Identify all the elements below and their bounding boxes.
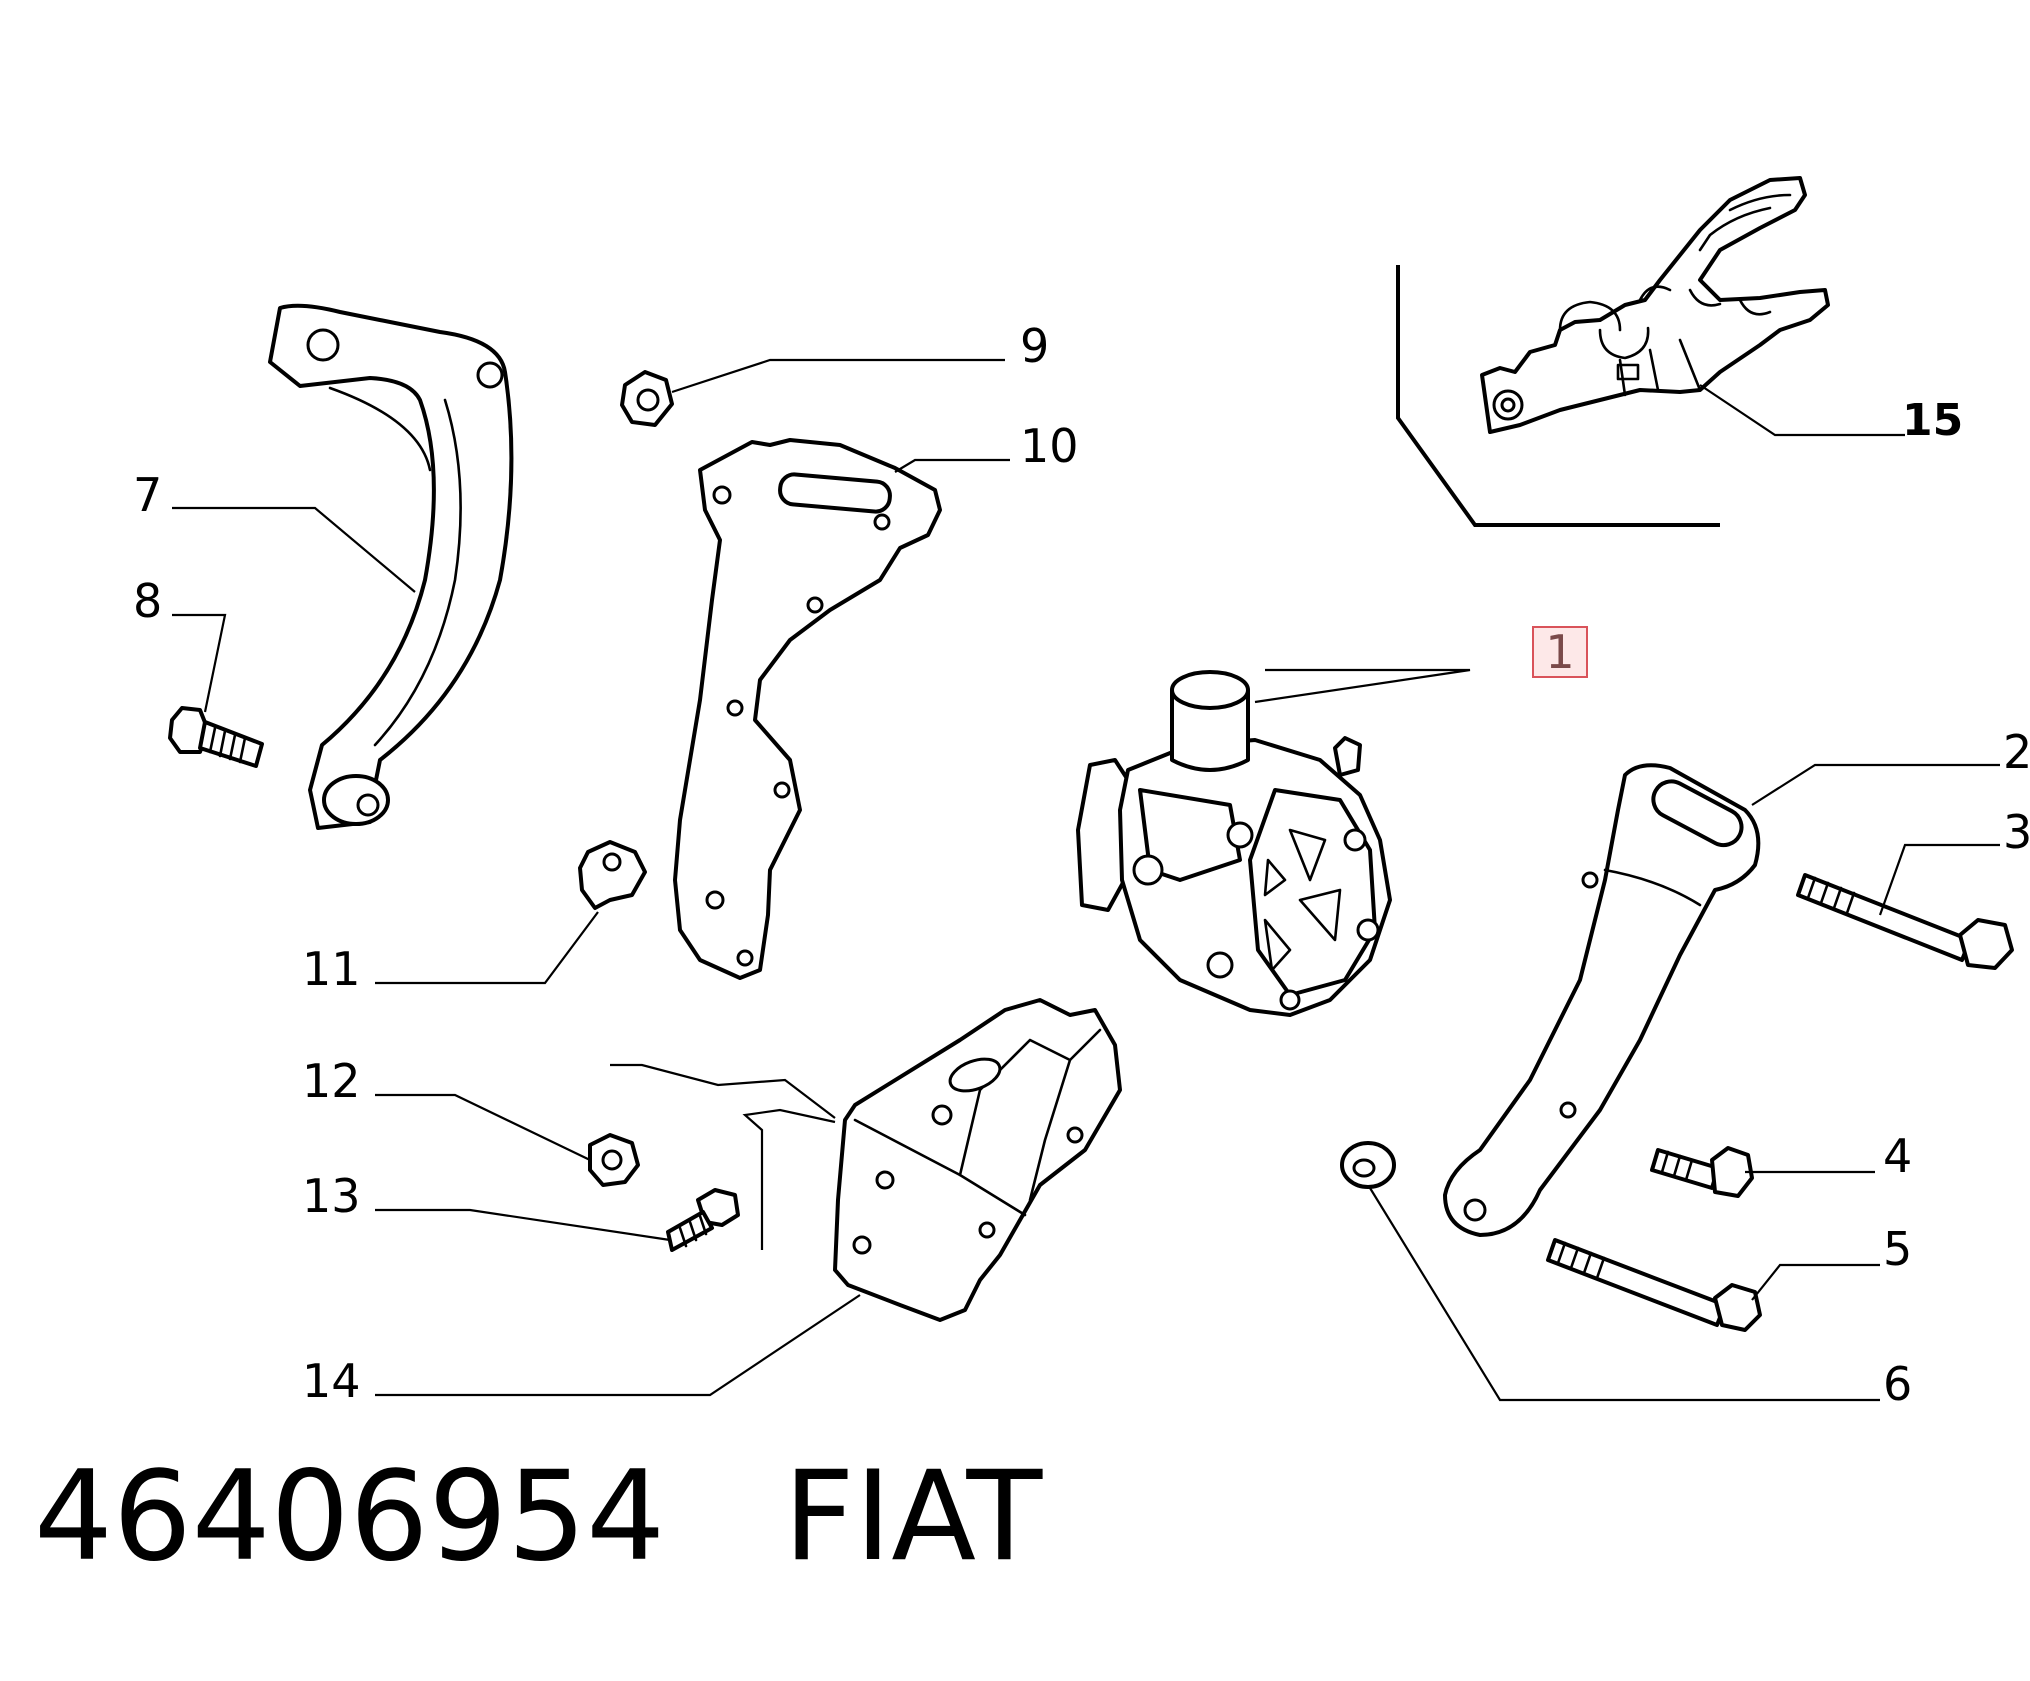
bolt-part-8 (168, 706, 264, 768)
nut-part-12 (588, 1133, 640, 1187)
callout-labels: 1 2 3 4 5 6 7 8 9 10 11 12 13 14 15 (133, 319, 2030, 1411)
support-bracket-part-14 (833, 998, 1122, 1322)
callout-3[interactable]: 3 (2003, 805, 2030, 859)
tension-arm-part-2 (1443, 763, 1761, 1237)
clip-part-11 (578, 840, 647, 910)
callout-10[interactable]: 10 (1020, 419, 1079, 473)
callout-2[interactable]: 2 (2003, 725, 2030, 779)
callout-8[interactable]: 8 (133, 574, 162, 628)
bolt-part-4 (1650, 1146, 1754, 1198)
steering-pump-part-1 (1076, 670, 1392, 1017)
callout-6[interactable]: 6 (1883, 1357, 1912, 1411)
inset-frame (1396, 265, 1720, 527)
bolt-part-13 (666, 1188, 740, 1252)
hose-clip-part-15 (1480, 176, 1830, 434)
callout-9[interactable]: 9 (1020, 319, 1049, 373)
mounting-plate-part-10 (673, 438, 942, 980)
callout-7[interactable]: 7 (133, 468, 162, 522)
washer-part-6 (1340, 1141, 1396, 1189)
highlight-box-1 (1532, 626, 1588, 678)
curved-bracket-part-7 (268, 303, 514, 830)
part-number: 46406954 (34, 1445, 666, 1589)
callout-14[interactable]: 14 (302, 1354, 361, 1408)
callout-15[interactable]: 15 (1902, 395, 1963, 446)
nut-part-9 (620, 370, 674, 427)
footer-caption: 46406954 FIAT (34, 1455, 1042, 1579)
callout-12[interactable]: 12 (302, 1054, 361, 1108)
long-bolt-part-3 (1796, 873, 2014, 970)
leader-lines (172, 358, 2000, 1402)
long-bolt-part-5 (1546, 1238, 1762, 1332)
callout-1[interactable]: 1 (1545, 625, 1574, 679)
callout-4[interactable]: 4 (1883, 1129, 1912, 1183)
callout-5[interactable]: 5 (1883, 1222, 1912, 1276)
callout-11[interactable]: 11 (302, 942, 361, 996)
brand-name: FIAT (783, 1445, 1043, 1589)
callout-13[interactable]: 13 (302, 1169, 361, 1223)
